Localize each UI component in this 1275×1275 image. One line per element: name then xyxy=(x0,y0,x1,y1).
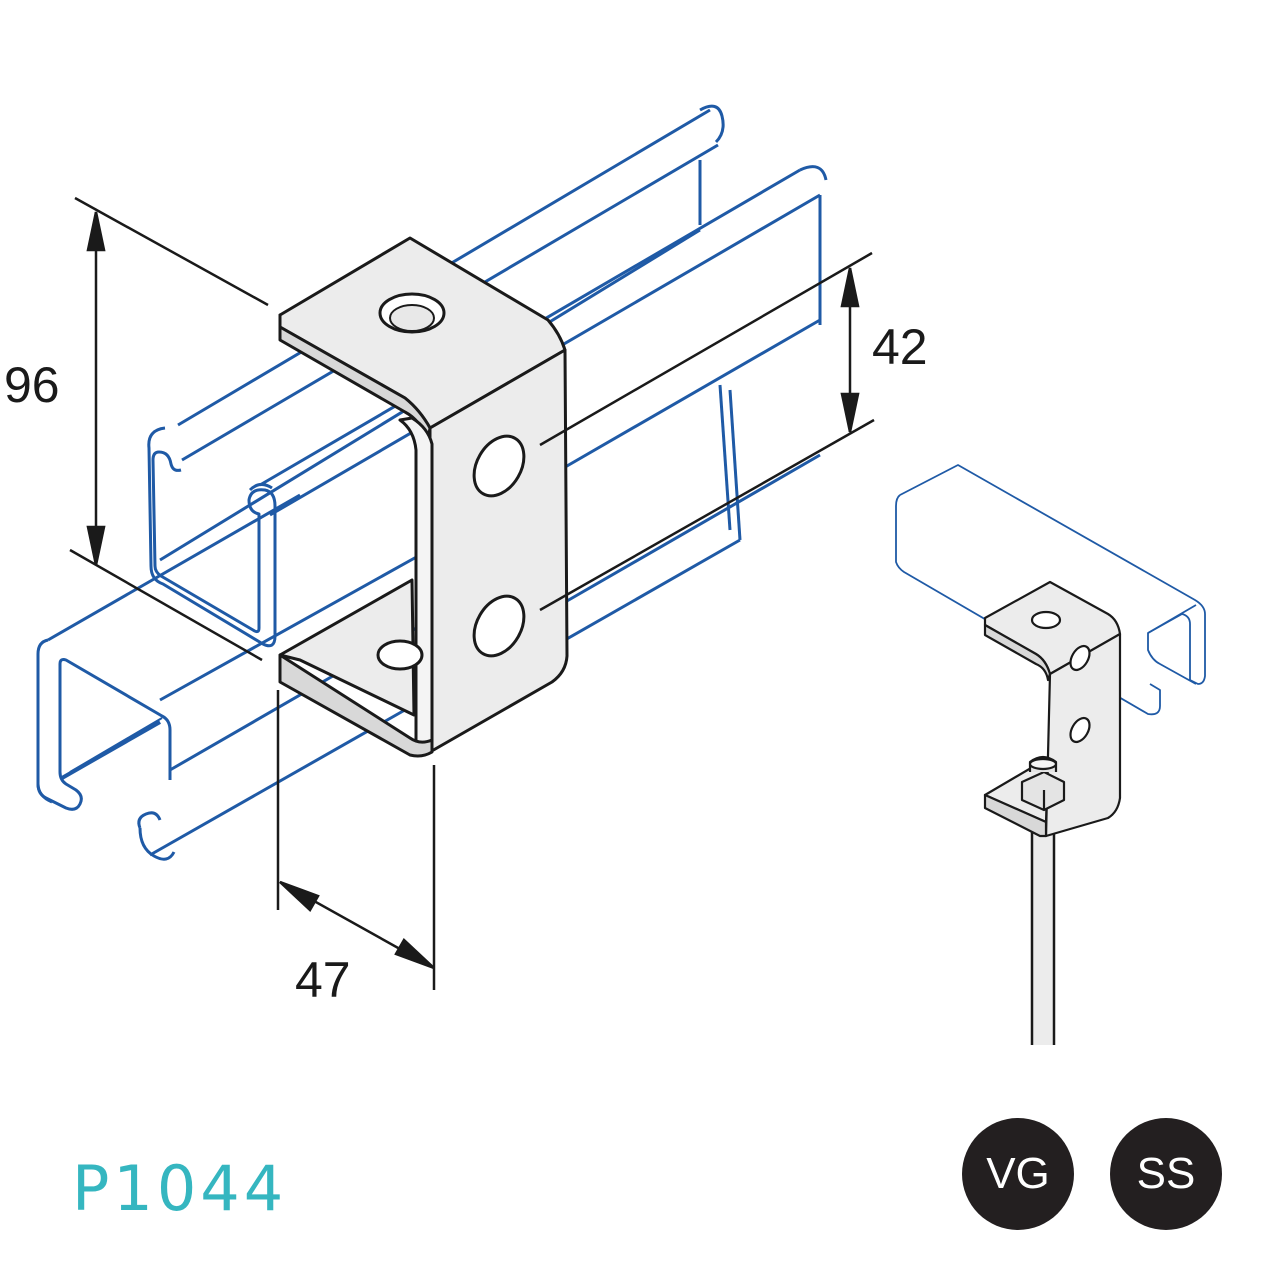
hole-bottom-flange xyxy=(376,639,424,671)
dimension-lines xyxy=(69,196,875,990)
dimension-width-label: 47 xyxy=(295,952,351,1008)
hole-wall-upper xyxy=(472,434,526,498)
product-code: P1044 xyxy=(72,1152,288,1225)
inset-channel xyxy=(895,464,1206,716)
dimension-hole-spacing-label: 42 xyxy=(872,319,928,375)
inset-bracket xyxy=(983,580,1122,838)
finish-badge-vg: VG xyxy=(962,1118,1074,1230)
front-channel xyxy=(36,318,821,861)
u-bracket xyxy=(278,236,569,758)
finish-badge-ss: SS xyxy=(1110,1118,1222,1230)
usage-inset xyxy=(895,464,1206,1045)
bracket-back-wall xyxy=(428,348,569,754)
dimension-height-label: 96 xyxy=(4,357,60,413)
bracket-bottom-flange xyxy=(278,578,416,717)
hole-wall-lower xyxy=(472,594,526,658)
